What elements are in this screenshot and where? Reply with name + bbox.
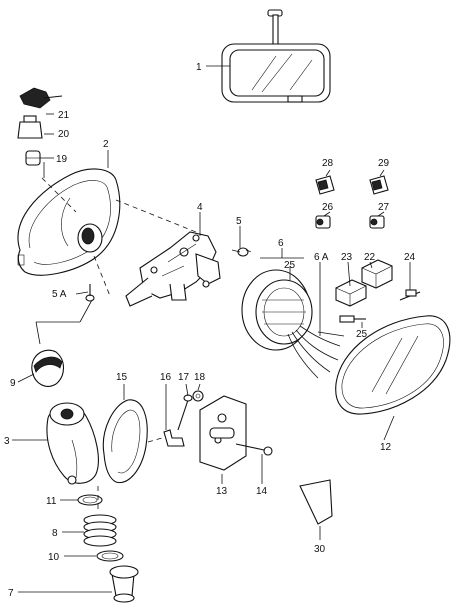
part-24-terminal [399,289,421,301]
callout-11: 11 [46,496,57,507]
callout-25a: 25 [284,260,296,271]
part-4-adjustment-mechanism [125,231,221,307]
callout-15: 15 [116,372,128,383]
callout-9: 9 [10,378,16,389]
callout-4: 4 [197,202,203,213]
callout-13: 13 [216,486,228,497]
part-14-pin [235,443,273,456]
callout-29: 29 [378,158,390,169]
leader-lines [12,65,411,593]
callout-14: 14 [256,486,268,497]
part-18-washer [192,390,204,402]
part-5a-screw [85,284,95,302]
callout-5a: 5 A [52,289,67,300]
callout-17: 17 [178,372,190,383]
callout-24: 24 [404,252,416,263]
part-3-mirror-base [46,402,99,485]
callout-28: 28 [322,158,334,169]
dashed-assembly-lines [41,177,253,510]
part-19-switch-knob [25,150,41,166]
callout-6: 6 [278,238,284,249]
part-15-trim-ring [102,399,148,484]
callout-10: 10 [48,552,60,563]
callout-30: 30 [314,544,326,555]
callout-6a: 6 A [314,252,329,263]
callout-5: 5 [236,216,242,227]
callout-23: 23 [341,252,353,263]
part-21-lever [19,87,63,109]
part-9-cap [31,349,65,387]
part-13-gasket-plate [199,395,247,471]
callout-19: 19 [56,154,68,165]
part-1-rearview-mirror [221,9,331,103]
part-23-connector [335,279,367,307]
callout-22: 22 [364,252,376,263]
callout-7: 7 [8,588,14,599]
part-28-connector [315,175,335,195]
part-7-plug [109,565,139,603]
callout-8: 8 [52,528,58,539]
callout-labels: 1 2 21 20 19 4 5 5 A 6 25 6 A 28 29 26 2… [4,62,416,599]
callout-18: 18 [194,372,206,383]
part-29-connector [369,175,389,195]
part-30-pad [299,479,333,525]
part-2-mirror-housing [17,168,121,276]
part-16-bracket [163,429,185,447]
part-26-connector [315,215,331,229]
part-10-ring [96,550,124,562]
callout-12: 12 [380,442,392,453]
part-6-mirror-motor [241,269,345,379]
callout-3: 3 [4,436,10,447]
part-20-switch-body [17,115,43,139]
callout-26: 26 [322,202,334,213]
part-8-spring [83,514,117,547]
part-5-screw [231,247,249,257]
callout-2: 2 [103,139,109,150]
callout-25b: 25 [356,329,368,340]
part-17-screw [177,394,193,431]
callout-21: 21 [58,110,70,121]
callout-1: 1 [196,62,202,73]
callout-20: 20 [58,129,70,140]
callout-16: 16 [160,372,172,383]
part-25-plug [339,315,366,323]
part-12-mirror-glass [335,315,451,415]
part-27-connector [369,215,385,229]
callout-27: 27 [378,202,390,213]
part-22-connector [361,259,393,289]
